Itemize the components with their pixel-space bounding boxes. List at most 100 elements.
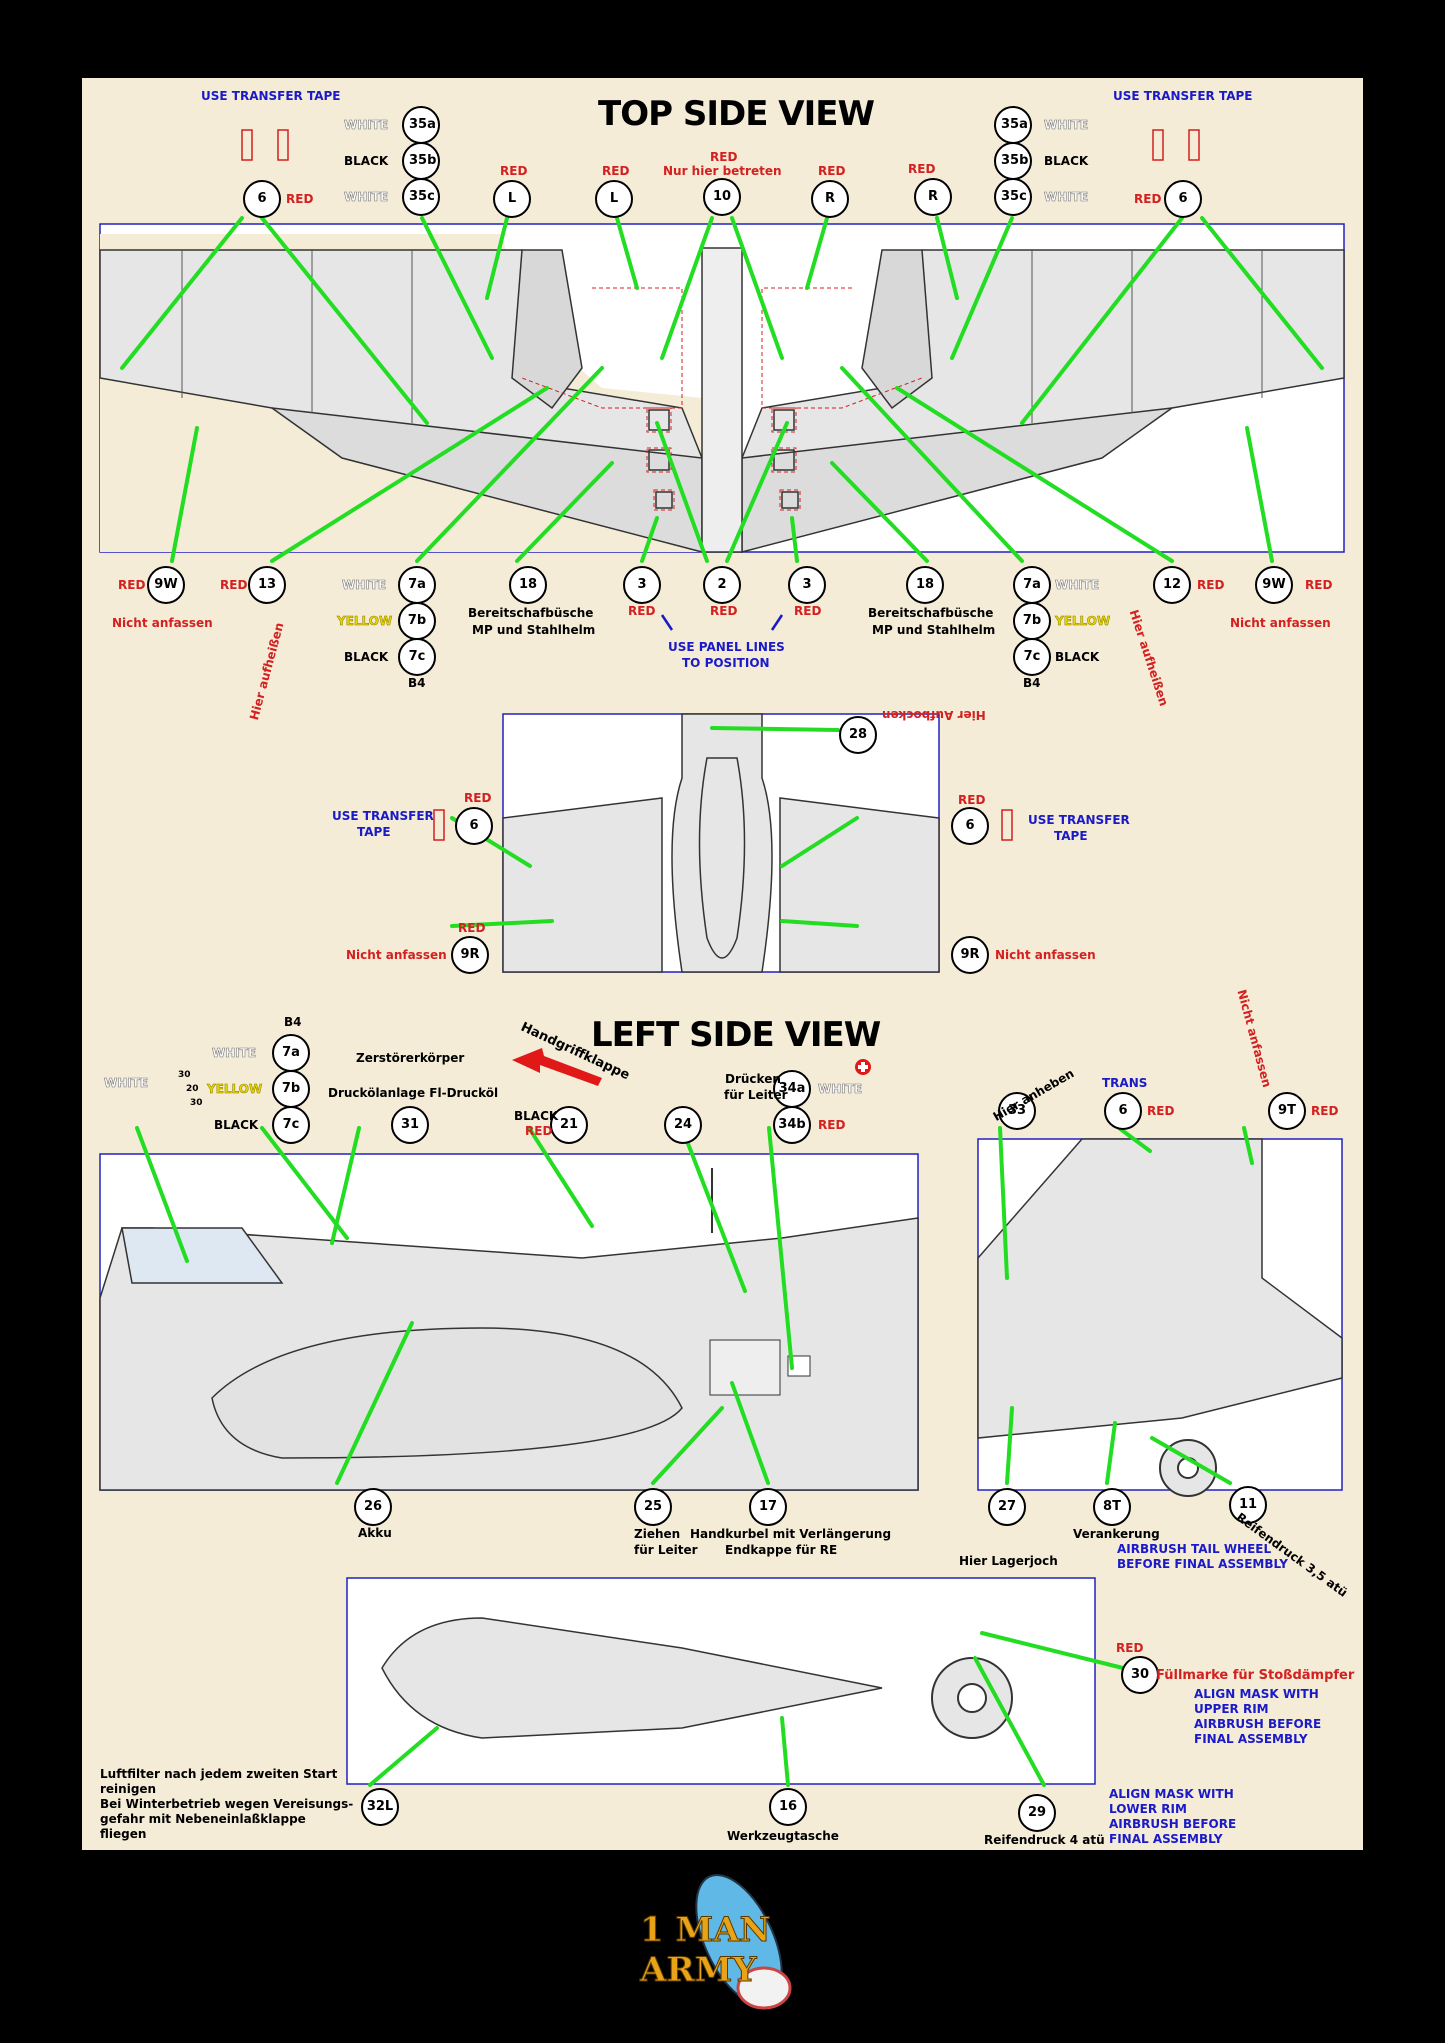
callout-6: 6: [257, 191, 267, 206]
label-b4: B4: [408, 676, 426, 690]
luftfilter-text: gefahr mit Nebeneinlaßklappe: [100, 1812, 306, 1826]
fuselage-belly: [671, 713, 773, 973]
luftfilter-text: reinigen: [100, 1782, 157, 1796]
luftfilter-text: fliegen: [100, 1827, 147, 1841]
label-red: RED: [958, 793, 986, 807]
callout-7b: 7b: [1022, 613, 1042, 628]
callout-33: 33: [1007, 1103, 1027, 1118]
druck-label: Druckölanlage Fl-Drucköl: [328, 1086, 499, 1100]
label-white: WHITE: [212, 1046, 257, 1061]
callout-6: 6: [965, 818, 975, 833]
label-white: WHITE: [104, 1076, 149, 1091]
drucken-label: für Leiter: [724, 1088, 788, 1102]
label-black: BLACK: [344, 154, 389, 168]
callout-3: 3: [802, 577, 812, 592]
label-white: WHITE: [1044, 190, 1089, 205]
label-red: RED: [464, 791, 492, 805]
label-red: RED: [1311, 1104, 1339, 1118]
callout-7a: 7a: [1023, 577, 1041, 592]
drucken-label: Drücken: [725, 1072, 781, 1086]
callout-30: 30: [1130, 1667, 1150, 1682]
align-lower: FINAL ASSEMBLY: [1109, 1832, 1223, 1846]
canopy: [121, 1227, 284, 1284]
callout-35b: 35b: [409, 153, 437, 168]
callout-21: 21: [559, 1117, 579, 1132]
align-lower: AIRBRUSH BEFORE: [1109, 1817, 1237, 1831]
fuselage-top: [701, 247, 743, 553]
bereit-label: Bereitschafbüsche: [468, 606, 594, 620]
label-red: RED: [628, 604, 656, 618]
label-b4: B4: [284, 1015, 302, 1029]
label-b4: B4: [1023, 676, 1041, 690]
callout-13: 13: [257, 577, 277, 592]
logo-text: ARMY: [640, 1950, 758, 1991]
callout-25: 25: [643, 1499, 663, 1514]
use-transfer: TAPE: [357, 825, 391, 839]
label-red: RED: [602, 164, 630, 178]
callout-26: 26: [363, 1499, 383, 1514]
nur-hier-label: Nur hier betreten: [663, 164, 782, 178]
title-left: LEFT SIDE VIEW: [591, 1015, 881, 1055]
callout-L: L: [609, 191, 619, 206]
reifen4-label: Reifendruck 4 atü: [984, 1833, 1105, 1847]
callout-12: 12: [1162, 577, 1182, 592]
callout-6: 6: [469, 818, 479, 833]
callout-9W: 9W: [1262, 577, 1286, 592]
nicht-anfassen-r: Nicht anfassen: [1230, 616, 1331, 630]
trans-label: TRANS: [1102, 1076, 1148, 1090]
nicht-anfassen: Nicht anfassen: [346, 948, 447, 962]
label-red: RED: [458, 921, 486, 935]
callout-7a: 7a: [408, 577, 426, 592]
transfer-tape-decals: [241, 129, 1200, 841]
callout-34b: 34b: [778, 1117, 806, 1132]
callout-L: L: [507, 191, 517, 206]
align-upper: FINAL ASSEMBLY: [1194, 1732, 1308, 1746]
callout-31: 31: [400, 1117, 420, 1132]
label-white: WHITE: [344, 118, 389, 133]
transfer-tape-r: USE TRANSFER TAPE: [1113, 89, 1253, 103]
label-white: WHITE: [1044, 118, 1089, 133]
label-red: RED: [710, 150, 738, 164]
label-red: RED: [286, 192, 314, 206]
callout-34a: 34a: [778, 1081, 806, 1096]
callout-35c: 35c: [1001, 189, 1027, 204]
callout-circles: [147, 106, 1306, 1832]
label-red: RED: [118, 578, 146, 592]
callout-7b: 7b: [281, 1081, 301, 1096]
lagerjoch-label: Hier Lagerjoch: [959, 1554, 1058, 1568]
diagram-art: [99, 106, 1345, 1832]
label-black: BLACK: [344, 650, 389, 664]
ziehen-label: Ziehen: [634, 1527, 681, 1541]
label-red: RED: [794, 604, 822, 618]
label-red: RED: [1147, 1104, 1175, 1118]
bereit-label: MP und Stahlhelm: [472, 623, 596, 637]
label-white: WHITE: [344, 190, 389, 205]
label-red: RED: [818, 1118, 846, 1132]
leader-lines: [120, 216, 1324, 1787]
label-black: BLACK: [214, 1118, 259, 1132]
luftfilter-text: Luftfilter nach jedem zweiten Start: [100, 1767, 338, 1781]
callout-11: 11: [1238, 1497, 1258, 1512]
airbrush-tail: AIRBRUSH TAIL WHEEL: [1117, 1542, 1272, 1556]
callout-28: 28: [848, 727, 868, 742]
tail-side: [977, 1138, 1343, 1439]
label-red: RED: [1116, 1641, 1144, 1655]
use-transfer: TAPE: [1054, 829, 1088, 843]
handgriff-arrow: [512, 1048, 602, 1086]
callout-17: 17: [758, 1499, 778, 1514]
callout-35a: 35a: [409, 117, 436, 132]
panel-lines: USE PANEL LINES: [668, 640, 785, 654]
callout-10: 10: [712, 189, 732, 204]
callout-2: 2: [717, 577, 727, 592]
callout-35c: 35c: [409, 189, 435, 204]
callout-7b: 7b: [407, 613, 427, 628]
tick-30: 30: [190, 1098, 203, 1108]
callout-3: 3: [637, 577, 647, 592]
callout-24: 24: [673, 1117, 693, 1132]
label-black: BLACK: [1044, 154, 1089, 168]
label-yellow: YELLOW: [1055, 614, 1111, 629]
logo-text: 1 MAN: [640, 1910, 772, 1951]
callout-27: 27: [997, 1499, 1017, 1514]
transfer-tape-l: USE TRANSFER TAPE: [201, 89, 341, 103]
callout-8T: 8T: [1103, 1499, 1121, 1514]
